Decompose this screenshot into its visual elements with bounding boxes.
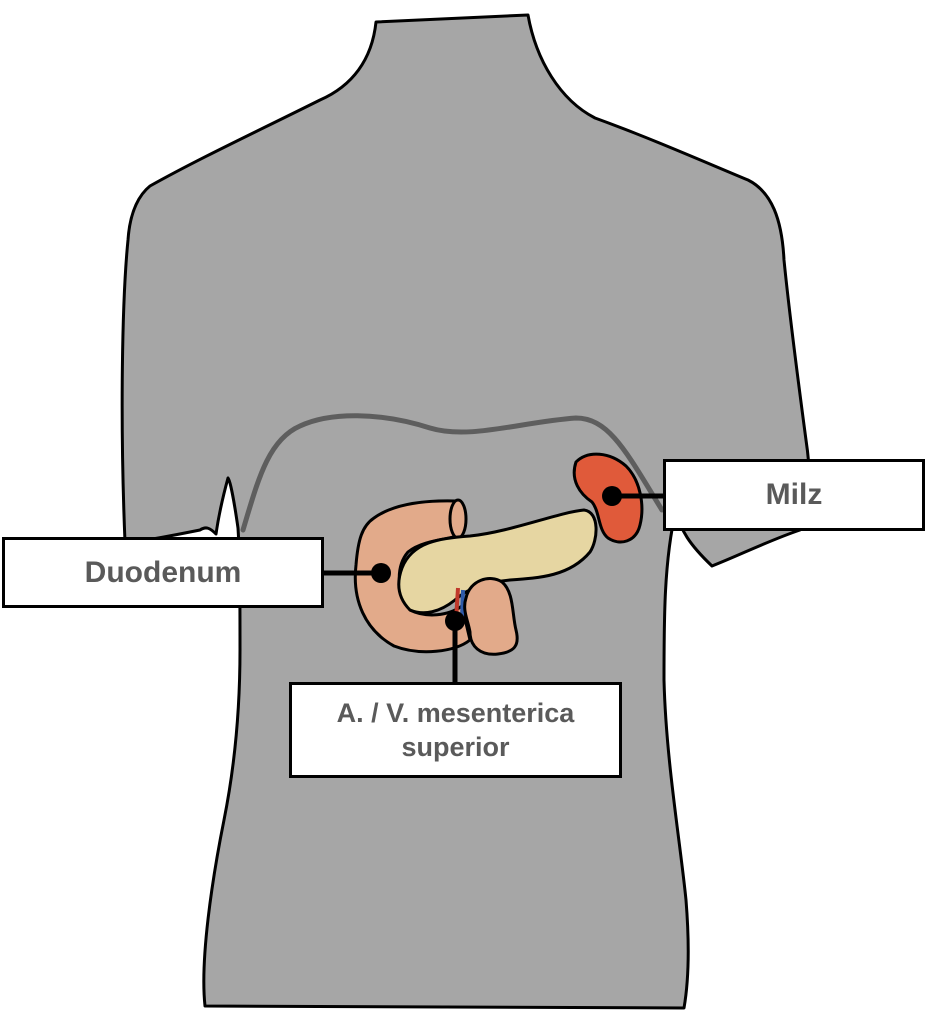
pancreas (397, 508, 598, 615)
vein-vessel (460, 589, 465, 619)
diaphragm-line (240, 413, 665, 533)
duodenum-lower-segment (463, 577, 519, 656)
vessels-marker-dot (445, 611, 465, 631)
duodenum-marker-dot (371, 563, 391, 583)
duodenum-label-text: Duodenum (84, 555, 242, 589)
spleen-label: Milz (663, 459, 925, 531)
duodenum-label: Duodenum (2, 537, 324, 608)
vessels-label: A. / V. mesenterica superior (289, 682, 622, 778)
vessels-label-line-1: A. / V. mesenterica (336, 698, 575, 728)
spleen-label-text: Milz (765, 478, 823, 511)
spleen-marker-dot (602, 486, 622, 506)
duodenum-opening (448, 498, 468, 540)
vessels-label-line-2: superior (401, 732, 510, 762)
